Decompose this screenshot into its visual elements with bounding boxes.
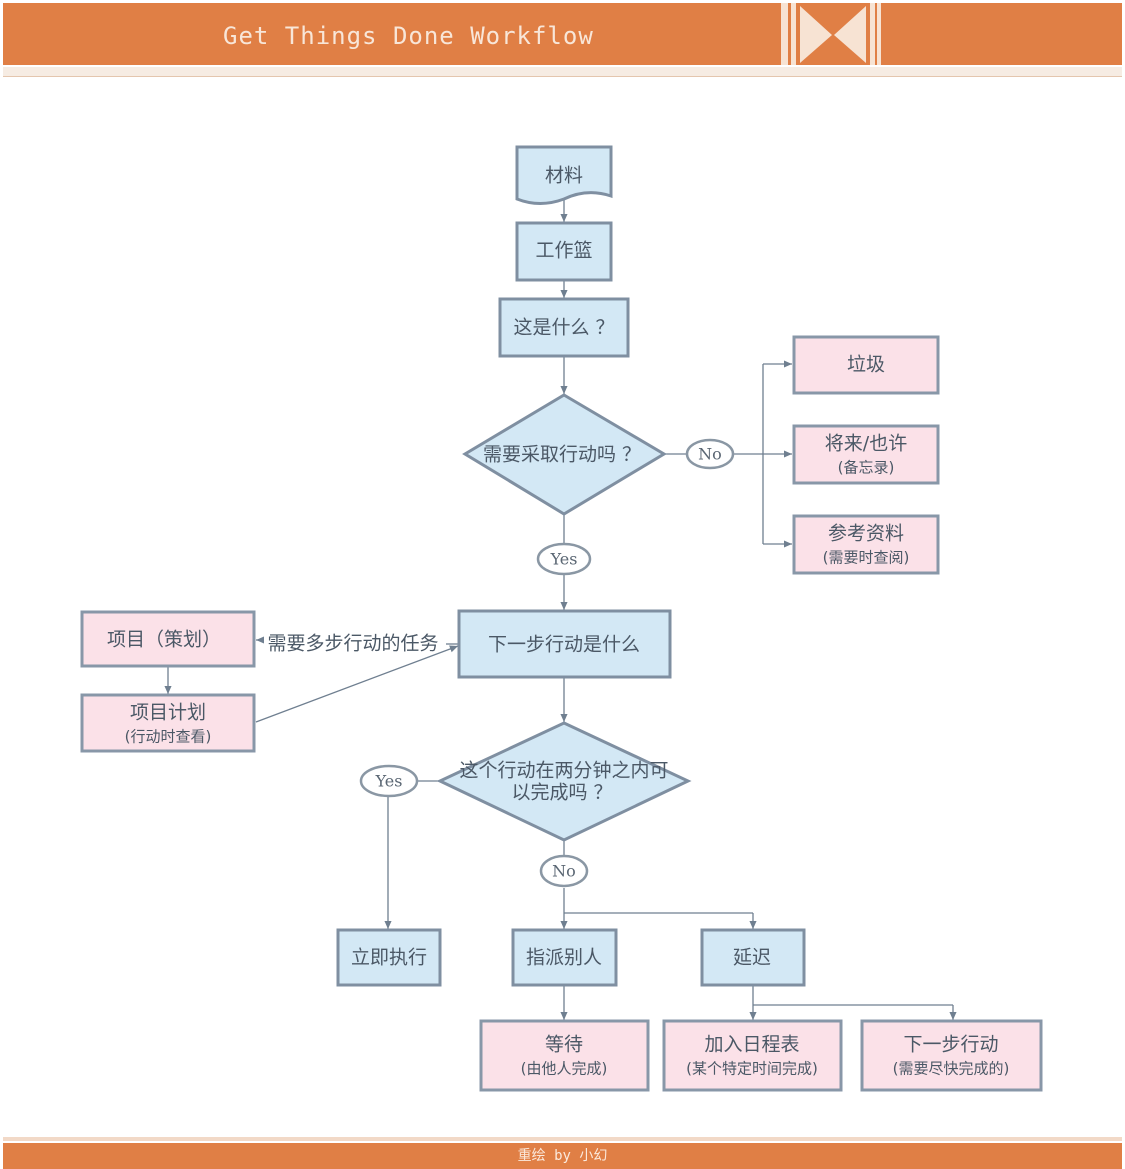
header-bar: Get Things Done Workflow — [3, 3, 1122, 65]
project-plan-sublabel: (行动时查看) — [125, 728, 212, 746]
project-plan-node: 项目计划 (行动时查看) — [80, 693, 256, 753]
someday-sublabel: (备忘录) — [838, 459, 895, 477]
material-label: 材料 — [545, 165, 583, 187]
project-label: 项目（策划） — [107, 629, 221, 651]
yes-action-pill: Yes — [536, 542, 592, 576]
two-minute-label-line2: 以完成吗 ？ — [511, 782, 612, 804]
no-two-minute-label: No — [552, 862, 576, 881]
waiting-label: 等待 — [545, 1034, 583, 1056]
need-action-decision: 需要采取行动吗 ？ — [462, 393, 667, 516]
calendar-sublabel: (某个特定时间完成) — [686, 1060, 818, 1078]
next-action-question-label: 下一步行动是什么 — [488, 634, 640, 656]
no-action-label: No — [698, 445, 722, 464]
inbox-label: 工作篮 — [535, 240, 592, 262]
delegate-label: 指派别人 — [526, 947, 602, 969]
next-action-question-node: 下一步行动是什么 — [457, 609, 672, 679]
yes-two-minute-pill: Yes — [359, 764, 419, 798]
no-two-minute-pill: No — [539, 854, 589, 888]
yes-two-minute-label: Yes — [375, 772, 403, 791]
need-action-label: 需要采取行动吗 ？ — [483, 444, 641, 466]
do-now-node: 立即执行 — [336, 928, 442, 987]
defer-node: 延迟 — [700, 928, 806, 987]
connectors — [164, 200, 957, 1020]
do-now-label: 立即执行 — [351, 947, 427, 969]
trash-node: 垃圾 — [792, 335, 940, 395]
what-is-it-node: 这是什么 ？ — [498, 297, 630, 358]
footer-bar: 重绘 by 小幻 — [3, 1143, 1122, 1169]
delegate-node: 指派别人 — [511, 928, 618, 987]
someday-label: 将来/也许 — [825, 433, 907, 455]
header-underline — [3, 67, 1122, 77]
next-actions-node: 下一步行动 (需要尽快完成的) — [860, 1019, 1043, 1092]
reference-node: 参考资料 (需要时查阅) — [792, 514, 940, 575]
two-minute-label-line1: 这个行动在两分钟之内可 — [459, 760, 668, 782]
project-plan-label: 项目计划 — [130, 702, 206, 724]
material-node: 材料 — [515, 145, 613, 205]
no-action-pill: No — [685, 438, 735, 470]
inbox-node: 工作篮 — [515, 221, 613, 282]
what-is-it-label: 这是什么 ？ — [513, 317, 614, 339]
reference-label: 参考资料 — [828, 523, 904, 545]
calendar-label: 加入日程表 — [704, 1034, 799, 1056]
two-minute-decision: 这个行动在两分钟之内可 以完成吗 ？ — [436, 721, 692, 842]
next-actions-label: 下一步行动 — [903, 1034, 998, 1056]
defer-label: 延迟 — [733, 947, 771, 969]
bowtie-logo-icon — [781, 3, 881, 65]
yes-action-label: Yes — [550, 550, 578, 569]
trash-label: 垃圾 — [847, 354, 885, 376]
reference-sublabel: (需要时查阅) — [823, 549, 910, 567]
next-actions-sublabel: (需要尽快完成的) — [893, 1060, 1010, 1078]
someday-node: 将来/也许 (备忘录) — [792, 424, 940, 485]
footer-line — [3, 1137, 1122, 1141]
waiting-node: 等待 (由他人完成) — [479, 1019, 650, 1092]
project-node: 项目（策划） — [80, 610, 256, 668]
waiting-sublabel: (由他人完成) — [521, 1060, 608, 1078]
page-title: Get Things Done Workflow — [223, 22, 594, 50]
multi-step-label: 需要多步行动的任务 — [267, 633, 438, 655]
calendar-node: 加入日程表 (某个特定时间完成) — [662, 1019, 843, 1092]
footer-credit: 重绘 by 小幻 — [517, 1148, 608, 1164]
